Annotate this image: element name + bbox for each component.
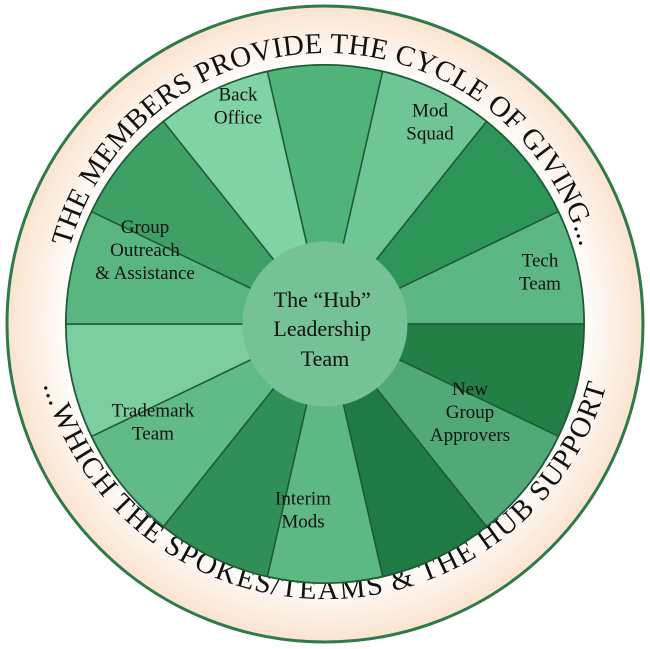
spoke-label-line: Approvers: [430, 425, 510, 446]
spoke-label-line: Team: [519, 274, 561, 295]
spoke-label-line: Trademark: [112, 401, 195, 422]
spoke-label-line: Office: [214, 108, 262, 129]
spoke-label-line: Outreach: [110, 240, 180, 261]
hub-label-line-1: The “Hub”: [274, 287, 371, 312]
hub-label-line-3: Team: [301, 346, 350, 371]
hub-label-line-2: Leadership: [273, 316, 371, 341]
spoke-label-line: Mod: [412, 101, 448, 122]
spoke-label-line: Mods: [281, 512, 324, 533]
hub-circle: [242, 241, 408, 407]
spoke-label-line: & Assistance: [95, 263, 195, 284]
spoke-label-line: Back: [218, 85, 258, 106]
spoke-label-line: New: [452, 379, 488, 400]
spoke-label-line: Interim: [275, 489, 331, 510]
spoke-label-line: Group: [121, 217, 170, 238]
spoke-label-line: Group: [446, 402, 495, 423]
spoke-label-line: Squad: [406, 124, 454, 145]
spoke-label-line: Team: [132, 424, 174, 445]
hub-label: The “Hub” Leadership Team: [273, 287, 376, 371]
spoke-label-line: Tech: [522, 251, 559, 272]
